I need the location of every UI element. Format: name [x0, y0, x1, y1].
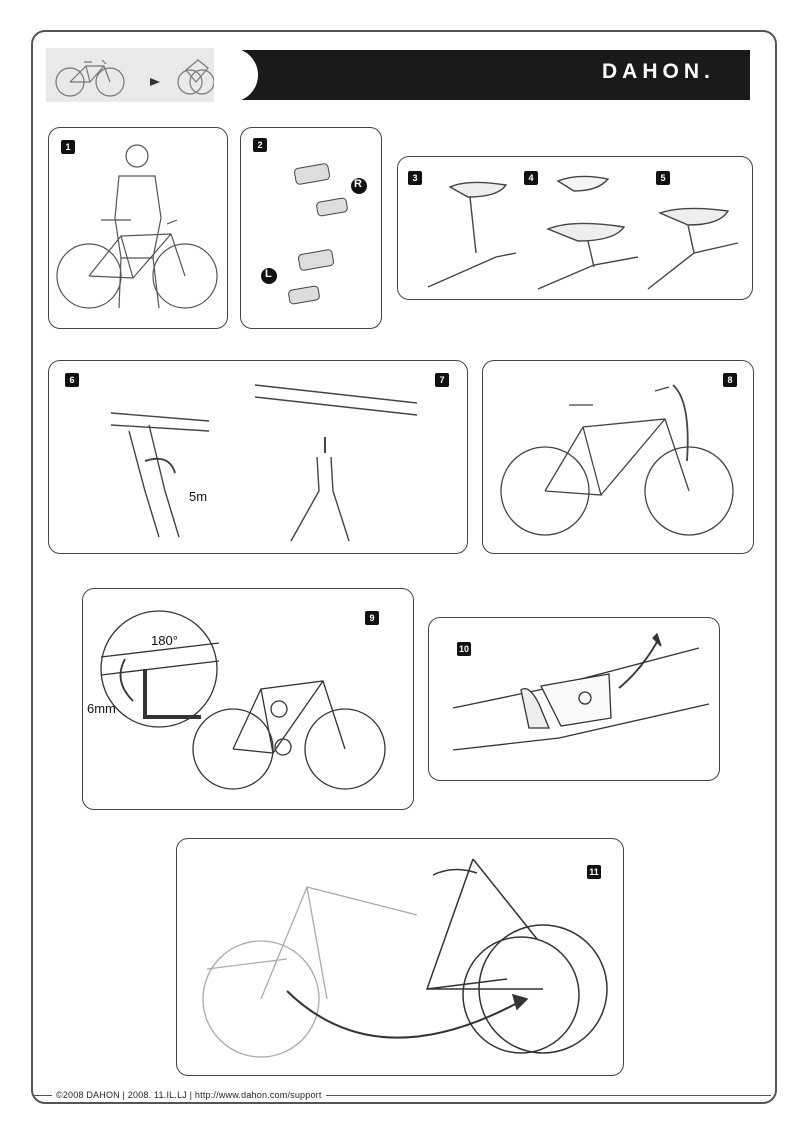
assembled-bike-illustration [500, 384, 734, 536]
panel-step-2: 2 R L [240, 127, 382, 329]
panel-steps-6-7: 6 7 5m [48, 360, 468, 554]
dahon-logo: DAHON. [602, 60, 715, 83]
header-thumbnail-area [46, 48, 242, 102]
step-number-badge: 8 [723, 373, 737, 387]
step-number-badge: 5 [656, 171, 670, 185]
left-pedal-label: L [265, 268, 272, 280]
frame-latch-illustration [452, 632, 710, 751]
step-number-badge: 6 [65, 373, 79, 387]
panel-step-11: 11 [176, 838, 624, 1076]
panel-step-10: 10 [428, 617, 720, 781]
left-pedal-marker [261, 268, 277, 284]
hex-key-size-label: 6mm [87, 701, 116, 716]
footer-rule [33, 1095, 771, 1096]
right-pedal-label: R [354, 178, 362, 190]
hex-key-size-label: 5m [189, 489, 208, 504]
step-number-badge: 10 [457, 642, 471, 656]
handlebar-stem-illustration [110, 384, 418, 542]
bike-to-folded-illustration [55, 59, 215, 97]
header-bar [228, 50, 750, 100]
panel-step-8: 8 [482, 360, 754, 554]
right-pedal-marker [351, 178, 367, 194]
person-holding-bike-illustration [56, 144, 218, 309]
panel-step-9: 9 180° 6mm [82, 588, 414, 810]
step-number-badge: 11 [587, 865, 601, 879]
step-number-badge: 2 [253, 138, 267, 152]
panel-step-1: 1 [48, 127, 228, 329]
pedal-installation-illustration [261, 163, 367, 305]
step-number-badge: 7 [435, 373, 449, 387]
step-number-badge: 4 [524, 171, 538, 185]
step-number-badge: 1 [61, 140, 75, 154]
header-curve [214, 48, 258, 102]
frame-hinge-adjustment-illustration [100, 610, 386, 790]
footer-copyright: ©2008 DAHON | 2008. 11.IL.LJ | http://ww… [52, 1090, 326, 1100]
step-number-badge: 3 [408, 171, 422, 185]
step-number-badge: 9 [365, 611, 379, 625]
panel-steps-3-5: 3 4 5 [397, 156, 753, 300]
bike-folding-illustration [202, 858, 608, 1058]
saddle-installation-illustration [427, 175, 739, 290]
rotation-angle-label: 180° [151, 633, 178, 648]
